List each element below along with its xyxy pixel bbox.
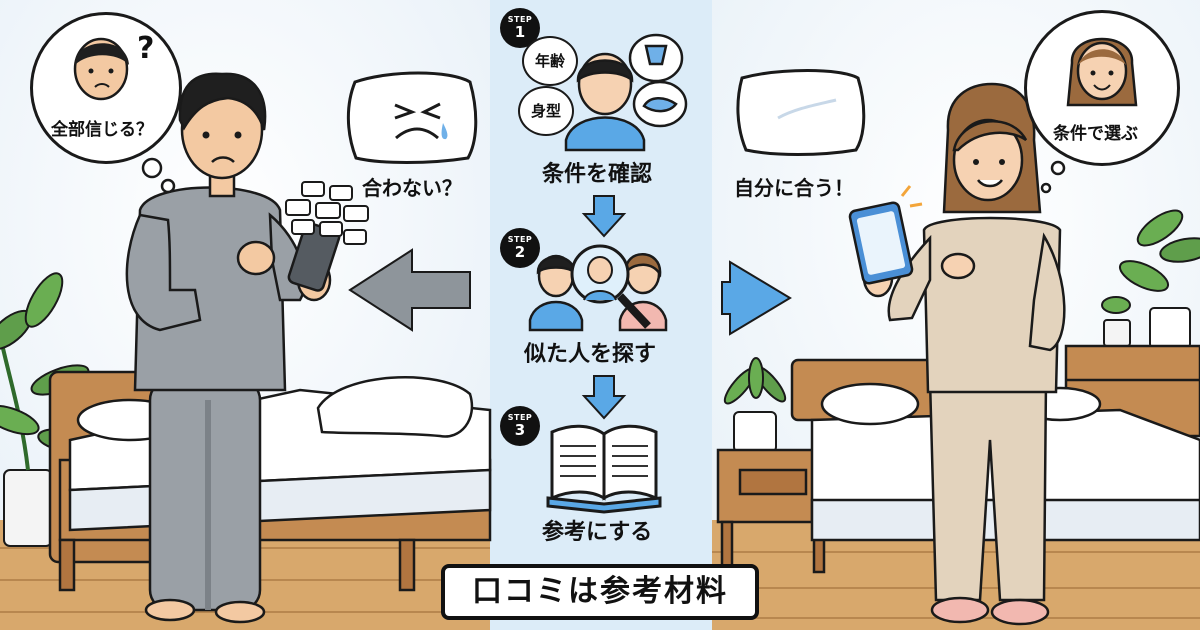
body-type-chip: 身型 — [518, 86, 574, 136]
left-thought-text: 全部信じる？ — [51, 120, 153, 140]
pillow-icon — [346, 71, 478, 164]
right-thought-text: 条件で選ぶ — [1053, 124, 1138, 144]
person-icon — [564, 52, 646, 152]
thought-dot — [160, 178, 176, 194]
arrow-right-icon — [721, 260, 792, 336]
thought-dot — [1040, 182, 1052, 194]
step-1-label: 条件を確認 — [542, 162, 653, 187]
left-pillow-caption: 合わない？ — [362, 176, 462, 200]
right-thought-bubble: 条件で選ぶ — [1024, 10, 1180, 166]
step-1-number: 1 — [514, 23, 526, 41]
chat-bubbles-icon — [285, 181, 369, 245]
right-pillow-caption: 自分に合う！ — [734, 176, 854, 200]
age-chip: 年齢 — [522, 36, 578, 86]
smiling-face-icon — [1066, 37, 1138, 107]
step-3-badge: STEP 3 — [500, 406, 540, 446]
open-book-icon — [546, 424, 662, 514]
step-3-label: 参考にする — [542, 520, 653, 545]
thought-dot — [1050, 160, 1066, 176]
bed-pillow — [316, 376, 473, 438]
left-thought-bubble: ? 全部信じる？ — [30, 12, 182, 164]
step-2-badge: STEP 2 — [500, 228, 540, 268]
smartphone-icon — [848, 201, 914, 285]
step-1-tag: STEP — [507, 15, 533, 24]
step-2-tag: STEP — [507, 235, 533, 244]
arrow-down-icon — [581, 375, 627, 420]
step-2-label: 似た人を探す — [524, 342, 657, 367]
sparkle-icon — [900, 185, 923, 208]
thought-dot — [141, 157, 163, 179]
left-thought-mark: ? — [137, 31, 155, 66]
sleep-chip — [632, 80, 688, 128]
pillow-icon — [736, 69, 866, 156]
waist-chip — [628, 33, 684, 83]
bottom-caption: 口コミは参考材料 — [441, 564, 759, 620]
step-2-number: 2 — [514, 243, 526, 261]
plant-icon — [723, 357, 787, 453]
person-man — [125, 72, 332, 624]
arrow-down-icon — [581, 195, 627, 238]
step-3-number: 3 — [514, 421, 526, 439]
worried-face-icon — [73, 37, 129, 101]
plant-icon — [1101, 209, 1200, 349]
person-woman — [862, 82, 1066, 626]
magnifier-icon — [570, 244, 651, 329]
arrow-left-icon — [348, 248, 471, 332]
step-3-tag: STEP — [507, 413, 533, 422]
